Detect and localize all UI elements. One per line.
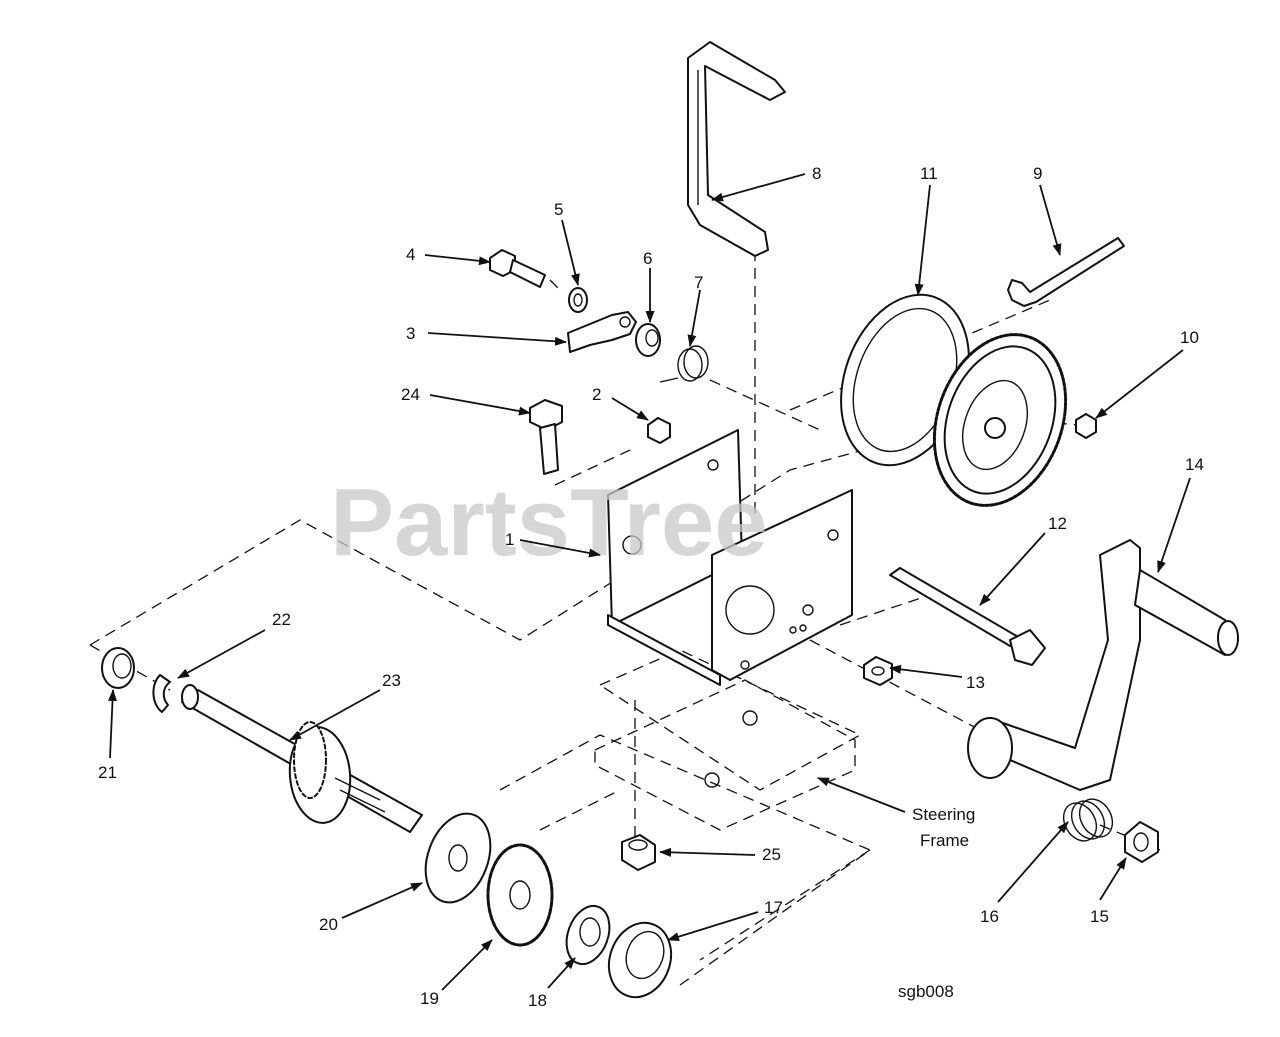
seat-bracket-rod <box>687 41 786 257</box>
drawing-code: sgb008 <box>898 982 954 1001</box>
callout-labels: 1 2 3 4 5 6 7 8 9 10 11 12 13 14 15 16 1… <box>98 164 1204 1010</box>
callout-1: 1 <box>505 530 514 549</box>
callout-8: 8 <box>812 164 821 183</box>
callout-14: 14 <box>1185 455 1204 474</box>
watermark-text: PartsTree <box>330 469 768 576</box>
steering-shaft <box>181 684 423 833</box>
main-bracket <box>607 429 853 686</box>
spring-7 <box>659 345 709 383</box>
spacer-6 <box>635 323 661 357</box>
ring-gear-drum <box>840 293 1068 507</box>
crank-arm <box>967 539 1239 791</box>
lock-washer-5 <box>568 287 588 313</box>
callout-16: 16 <box>980 907 999 926</box>
hex-bolt-24 <box>529 399 563 475</box>
hex-nut-10 <box>1075 413 1097 439</box>
bushing <box>101 647 135 689</box>
rod-part-9 <box>1007 237 1125 307</box>
callout-4: 4 <box>406 245 415 264</box>
torsion-spring <box>1062 798 1114 842</box>
bearing <box>607 921 673 999</box>
callout-23: 23 <box>382 671 401 690</box>
callout-22: 22 <box>272 610 291 629</box>
callout-7: 7 <box>694 273 703 292</box>
callout-5: 5 <box>554 200 563 219</box>
callout-15: 15 <box>1090 907 1109 926</box>
callout-13: 13 <box>966 673 985 692</box>
steering-frame-label-line1: Steering <box>912 805 975 824</box>
latch-lever <box>567 311 637 353</box>
callout-3: 3 <box>406 324 415 343</box>
leader-lines <box>108 173 1191 991</box>
callout-12: 12 <box>1048 514 1067 533</box>
e-ring <box>152 674 171 713</box>
callout-21: 21 <box>98 763 117 782</box>
callout-11: 11 <box>920 164 938 183</box>
callout-24: 24 <box>401 385 420 404</box>
steering-frame-plate <box>594 679 856 831</box>
callout-19: 19 <box>420 989 439 1008</box>
hex-nut-2 <box>647 417 671 444</box>
flat-washer <box>424 812 492 904</box>
hex-nut-15 <box>1124 821 1159 863</box>
hex-bolt-4 <box>489 249 546 288</box>
steering-frame-label-line2: Frame <box>920 831 969 850</box>
callout-17: 17 <box>764 898 783 917</box>
callout-2: 2 <box>592 385 601 404</box>
callout-25: 25 <box>762 845 781 864</box>
callout-20: 20 <box>319 915 338 934</box>
callout-6: 6 <box>643 249 652 268</box>
callout-10: 10 <box>1180 328 1199 347</box>
hex-nut-13 <box>863 656 893 686</box>
assembly-dashed-lines <box>89 250 1161 986</box>
long-bolt <box>889 567 1046 666</box>
callout-9: 9 <box>1033 164 1042 183</box>
hex-nut-25 <box>621 834 656 871</box>
spur-gear <box>486 843 554 947</box>
spacer-ring <box>565 904 611 966</box>
callout-18: 18 <box>528 991 547 1010</box>
